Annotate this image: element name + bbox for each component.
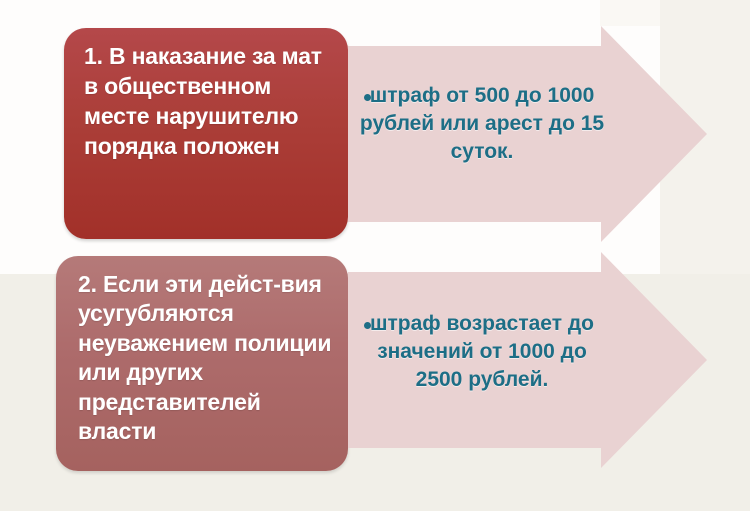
consequence-arrow-1-text: штраф от 500 до 1000 рублей или арест до… [359,84,605,163]
bullet-point-icon [364,94,371,101]
statement-box-2[interactable]: 2. Если эти дейст-вия усугубляются неува… [56,256,348,471]
consequence-arrow-2-text: штраф возрастает до значений от 1000 до … [370,312,594,391]
statement-box-2-text: 2. Если эти дейст-вия усугубляются неува… [78,271,332,445]
statement-box-1-text: 1. В наказание за мат в общественном мес… [84,43,322,159]
bullet-point-icon [364,322,371,329]
background-notch [600,0,660,26]
statement-box-1[interactable]: 1. В наказание за мат в общественном мес… [64,28,348,239]
